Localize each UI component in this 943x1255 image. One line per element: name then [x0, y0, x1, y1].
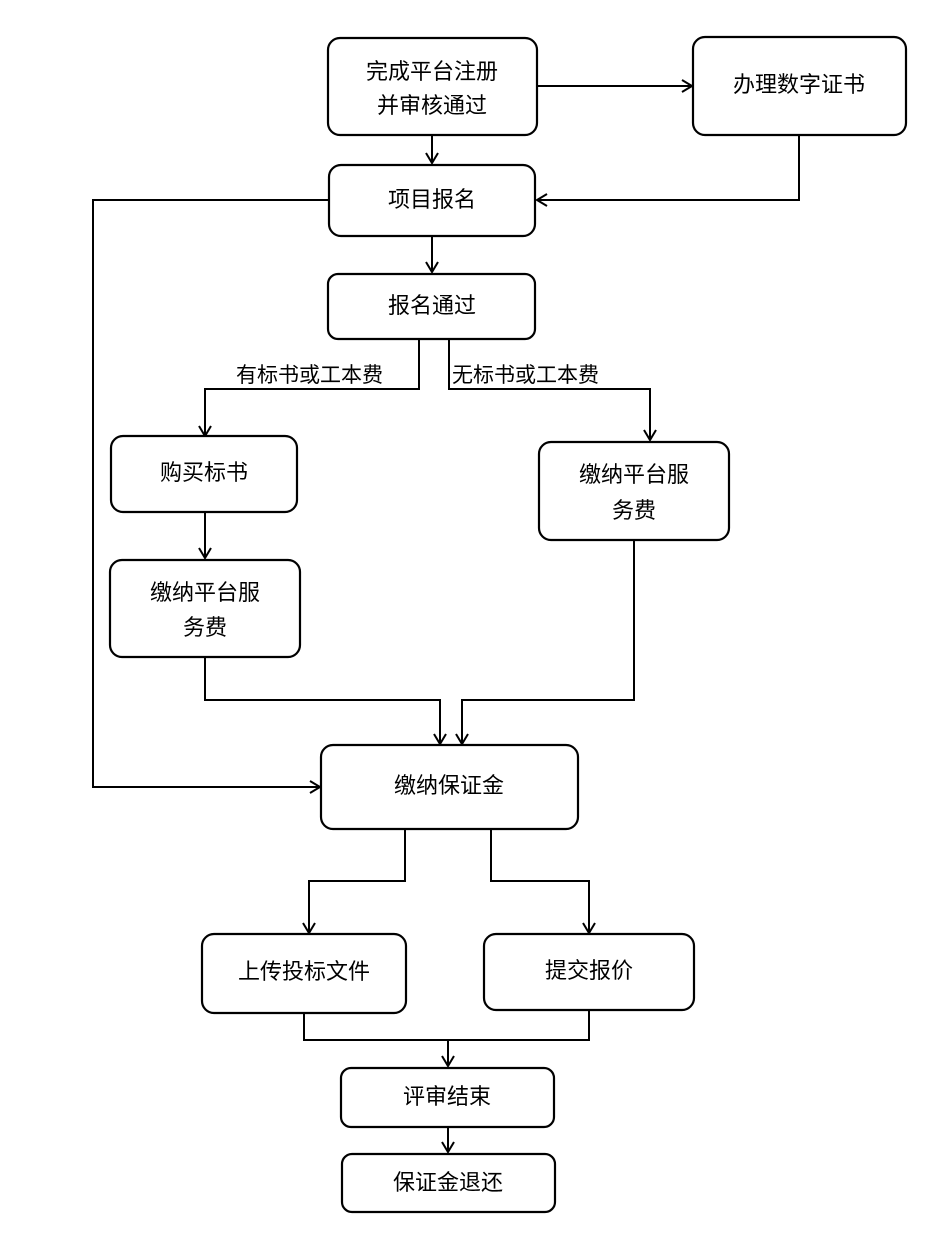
node-cert-label: 办理数字证书 — [733, 73, 865, 98]
node-signup-label: 项目报名 — [388, 188, 476, 213]
node-approved-label: 报名通过 — [388, 294, 476, 319]
node-deposit: 缴纳保证金 — [319, 743, 580, 831]
edge-label-without-fee: 无标书或工本费 — [452, 363, 599, 387]
node-upload: 上传投标文件 — [200, 932, 408, 1015]
node-quote-label: 提交报价 — [545, 959, 633, 984]
edge-signup-to-deposit — [92, 199, 329, 794]
node-fee-right: 缴纳平台服 务费 — [537, 440, 731, 542]
edge-deposit-to-upload — [302, 829, 406, 935]
node-register-line1: 完成平台注册 — [366, 60, 498, 85]
edge-deposit-to-quote — [490, 829, 596, 935]
node-buy-label: 购买标书 — [160, 461, 248, 486]
edge-fee-right-to-deposit — [455, 540, 635, 746]
edge-approved-to-buy — [198, 339, 420, 438]
edge-approved-to-fee-right — [448, 339, 657, 442]
node-fee-left: 缴纳平台服 务费 — [108, 558, 302, 659]
node-fee-right-line2: 务费 — [612, 499, 656, 524]
node-review-label: 评审结束 — [403, 1085, 491, 1110]
node-quote: 提交报价 — [482, 932, 696, 1012]
node-refund-label: 保证金退还 — [393, 1171, 503, 1196]
node-register-line2: 并审核通过 — [377, 94, 487, 119]
edge-quote-to-review — [448, 1010, 590, 1041]
edges — [92, 79, 800, 1154]
node-register: 完成平台注册 并审核通过 — [326, 36, 539, 137]
node-review: 评审结束 — [339, 1066, 556, 1129]
edge-label-with-fee: 有标书或工本费 — [236, 363, 383, 387]
node-approved: 报名通过 — [326, 272, 537, 341]
node-deposit-label: 缴纳保证金 — [394, 774, 504, 799]
edge-upload-to-review — [303, 1013, 455, 1068]
node-fee-left-line2: 务费 — [183, 616, 227, 641]
node-upload-label: 上传投标文件 — [238, 960, 370, 985]
edge-fee-left-to-deposit — [204, 657, 447, 746]
node-buy: 购买标书 — [109, 434, 299, 514]
node-cert: 办理数字证书 — [691, 35, 908, 137]
node-refund: 保证金退还 — [340, 1152, 557, 1214]
node-fee-left-line1: 缴纳平台服 — [150, 581, 260, 606]
edge-cert-to-signup — [535, 135, 800, 207]
node-fee-right-line1: 缴纳平台服 — [579, 463, 689, 488]
node-signup: 项目报名 — [327, 163, 537, 238]
